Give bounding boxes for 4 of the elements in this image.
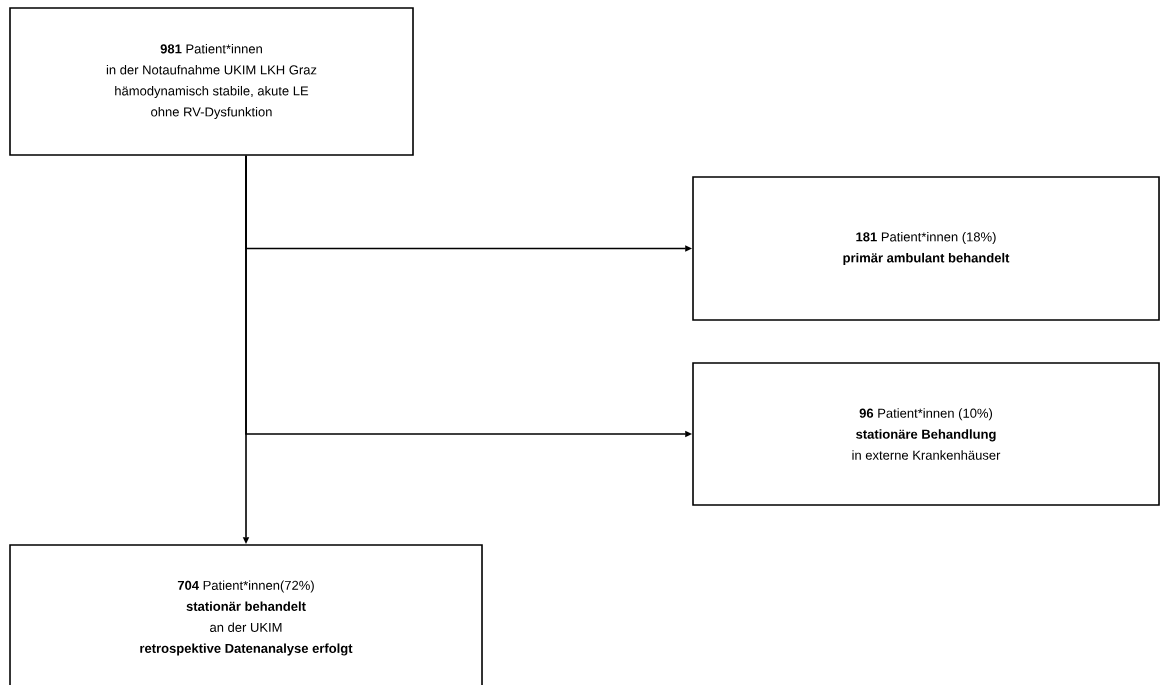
- process-box: 704 Patient*innen(72%) stationär behandelt an der UKIM retrospektive Datenanalyse erfolgt: [9, 544, 483, 685]
- process-box: 96 Patient*innen (10%) stationäre Behandlung in externe Krankenhäuser: [692, 362, 1160, 506]
- process-box: 181 Patient*innen (18%) primär ambulant behandelt: [692, 176, 1160, 321]
- process-box: 981 Patient*innen in der Notaufnahme UKIM LKH Graz hämodynamisch stabile, akute LE ohne RV-Dysfunktion: [9, 7, 414, 156]
